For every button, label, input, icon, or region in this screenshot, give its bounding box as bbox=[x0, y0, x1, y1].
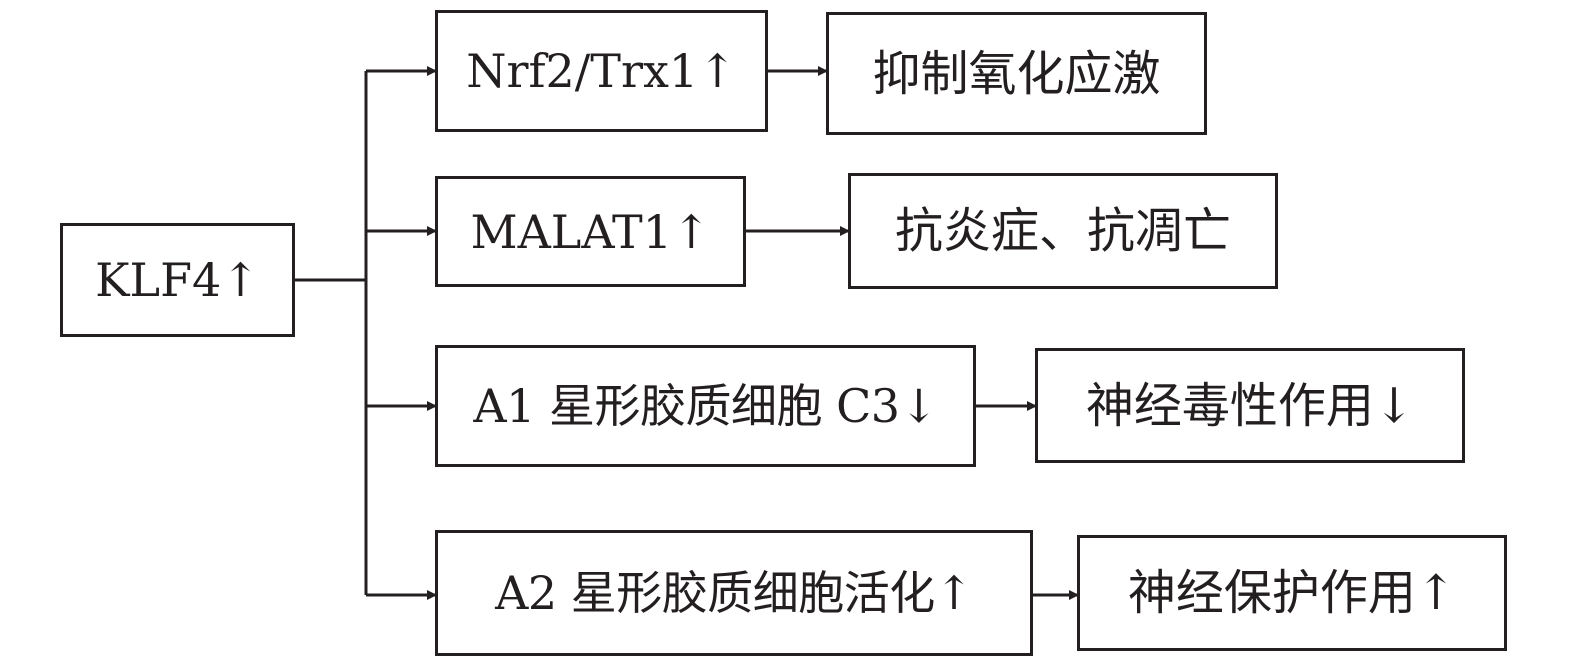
root-node-label: KLF4↑ bbox=[95, 253, 260, 307]
effect-node-neurotoxicity: 神经毒性作用↓ bbox=[1035, 348, 1465, 463]
effect-node-anti-inflammation: 抗炎症、抗凋亡 bbox=[848, 173, 1278, 289]
effect-node-neuroprotection: 神经保护作用↑ bbox=[1077, 535, 1507, 651]
mediator-label: A1 星形胶质细胞 C3↓ bbox=[473, 379, 938, 433]
root-node-klf4: KLF4↑ bbox=[60, 223, 295, 337]
effect-label: 抑制氧化应激 bbox=[872, 45, 1161, 102]
effect-label: 神经毒性作用↓ bbox=[1085, 377, 1415, 434]
effect-node-oxidative-stress: 抑制氧化应激 bbox=[826, 12, 1207, 135]
effect-label: 抗炎症、抗凋亡 bbox=[894, 203, 1231, 259]
effect-label: 神经保护作用↑ bbox=[1127, 565, 1457, 621]
mediator-node-a1-astrocyte: A1 星形胶质细胞 C3↓ bbox=[435, 345, 976, 467]
mediator-label: MALAT1↑ bbox=[470, 204, 711, 259]
mediator-node-malat1: MALAT1↑ bbox=[435, 176, 746, 287]
mediator-node-a2-astrocyte: A2 星形胶质细胞活化↑ bbox=[435, 530, 1033, 656]
mediator-label: Nrf2/Trx1↑ bbox=[466, 44, 737, 98]
mediator-label: A2 星形胶质细胞活化↑ bbox=[495, 566, 973, 620]
mediator-node-nrf2-trx1: Nrf2/Trx1↑ bbox=[435, 10, 768, 132]
